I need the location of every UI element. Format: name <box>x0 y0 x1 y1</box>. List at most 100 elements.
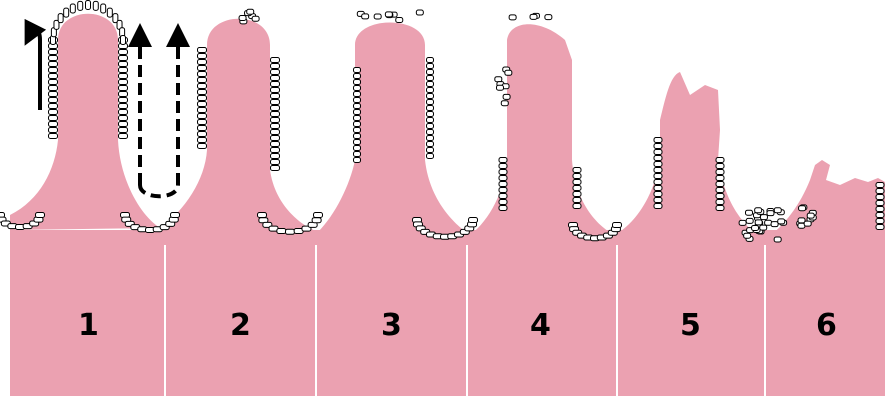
epithelial-cell-icon <box>198 72 207 77</box>
epithelial-cell-icon <box>78 1 83 10</box>
epithelial-cell-icon <box>654 204 662 209</box>
epithelial-cell-icon <box>654 168 662 173</box>
epithelial-cell-icon <box>495 77 502 82</box>
epithelial-cell-icon <box>49 86 58 91</box>
epithelial-cell-icon <box>416 10 423 15</box>
epithelial-cell-icon <box>49 116 58 121</box>
epithelial-cell-icon <box>876 213 884 218</box>
epithelial-cell-icon <box>499 158 507 163</box>
epithelial-cell-icon <box>271 70 280 75</box>
epithelial-cell-icon <box>716 188 724 193</box>
epithelial-cell-icon <box>70 4 75 13</box>
epithelial-cell-icon <box>49 68 58 73</box>
epithelial-cell-icon <box>716 206 724 211</box>
epithelial-cell-icon <box>545 15 552 20</box>
epithelial-cell-icon <box>49 122 58 127</box>
panel-label-5: 5 <box>680 308 701 343</box>
epithelial-cell-icon <box>286 229 295 234</box>
epithelial-cell-icon <box>876 183 884 188</box>
epithelial-cell-icon <box>499 176 507 181</box>
epithelial-cell-icon <box>354 68 361 73</box>
epithelial-cell-icon <box>49 128 58 133</box>
villus-2 <box>160 19 318 232</box>
epithelial-cell-icon <box>573 168 581 173</box>
epithelial-cell-icon <box>354 98 361 103</box>
epithelial-cell-icon <box>198 54 207 59</box>
epithelial-cell-icon <box>198 66 207 71</box>
epithelial-cell-icon <box>49 56 58 61</box>
epithelial-cell-icon <box>804 221 811 226</box>
epithelial-cell-icon <box>654 186 662 191</box>
epithelial-cell-icon <box>271 106 280 111</box>
epithelial-cell-icon <box>49 134 58 139</box>
epithelial-cell-icon <box>49 104 58 109</box>
epithelial-cell-icon <box>86 1 91 10</box>
epithelial-cell-icon <box>760 225 767 230</box>
epithelial-cell-icon <box>271 94 280 99</box>
epithelial-cell-icon <box>654 174 662 179</box>
epithelial-cell-icon <box>198 102 207 107</box>
epithelial-cell-icon <box>654 162 662 167</box>
epithelial-cell-icon <box>745 210 752 215</box>
panel-label-4: 4 <box>530 308 551 343</box>
epithelial-cell-icon <box>354 92 361 97</box>
epithelial-cell-icon <box>778 219 785 224</box>
epithelial-cell-icon <box>93 1 98 10</box>
epithelial-cell-icon <box>49 62 58 67</box>
epithelial-cell-icon <box>654 138 662 143</box>
epithelial-cell-icon <box>716 158 724 163</box>
epithelial-cell-icon <box>427 112 434 117</box>
epithelial-cell-icon <box>739 220 746 225</box>
panel-label-6: 6 <box>816 308 837 343</box>
epithelial-cell-icon <box>277 228 286 233</box>
epithelial-cell-icon <box>354 140 361 145</box>
epithelial-cell-icon <box>573 204 581 209</box>
epithelial-cell-icon <box>354 116 361 121</box>
epithelial-cell-icon <box>198 84 207 89</box>
epithelial-cell-icon <box>876 189 884 194</box>
epithelial-cell-icon <box>119 98 128 103</box>
epithelial-cell-icon <box>239 15 246 20</box>
epithelial-cell-icon <box>119 62 128 67</box>
epithelial-cell-icon <box>496 85 503 90</box>
epithelial-cell-icon <box>121 36 126 45</box>
epithelial-cell-icon <box>49 50 58 55</box>
epithelial-cell-icon <box>198 90 207 95</box>
epithelial-cell-icon <box>101 4 106 13</box>
epithelial-cell-icon <box>354 128 361 133</box>
epithelial-cell-icon <box>427 64 434 69</box>
epithelial-cell-icon <box>469 218 478 223</box>
epithelial-cell-icon <box>198 48 207 53</box>
epithelial-cell-icon <box>876 219 884 224</box>
epithelial-cell-icon <box>354 86 361 91</box>
villus-4 <box>470 24 615 235</box>
epithelial-cell-icon <box>427 88 434 93</box>
epithelial-cell-icon <box>613 223 622 228</box>
epithelial-cell-icon <box>362 14 369 19</box>
epithelial-cell-icon <box>119 110 128 115</box>
epithelial-cell-icon <box>716 194 724 199</box>
epithelial-cell-icon <box>755 220 762 225</box>
epithelial-cell-icon <box>354 122 361 127</box>
epithelial-cell-icon <box>427 154 434 159</box>
epithelial-cell-icon <box>509 15 516 20</box>
epithelial-cell-icon <box>64 8 69 17</box>
epithelial-cell-icon <box>271 166 280 171</box>
epithelial-cell-icon <box>716 170 724 175</box>
epithelial-cell-icon <box>36 213 45 218</box>
tissue-base <box>10 230 885 396</box>
epithelial-cell-icon <box>354 74 361 79</box>
epithelial-cell-icon <box>119 116 128 121</box>
epithelial-cell-icon <box>198 120 207 125</box>
epithelial-cell-icon <box>198 144 207 149</box>
epithelial-cell-icon <box>198 132 207 137</box>
epithelial-cell-icon <box>171 213 180 218</box>
epithelial-cell-icon <box>119 122 128 127</box>
epithelial-cell-icon <box>427 82 434 87</box>
epithelial-cell-icon <box>49 98 58 103</box>
epithelial-cell-icon <box>573 174 581 179</box>
epithelial-cell-icon <box>760 215 767 220</box>
epithelial-cell-icon <box>765 220 772 225</box>
epithelial-cell-icon <box>119 134 128 139</box>
